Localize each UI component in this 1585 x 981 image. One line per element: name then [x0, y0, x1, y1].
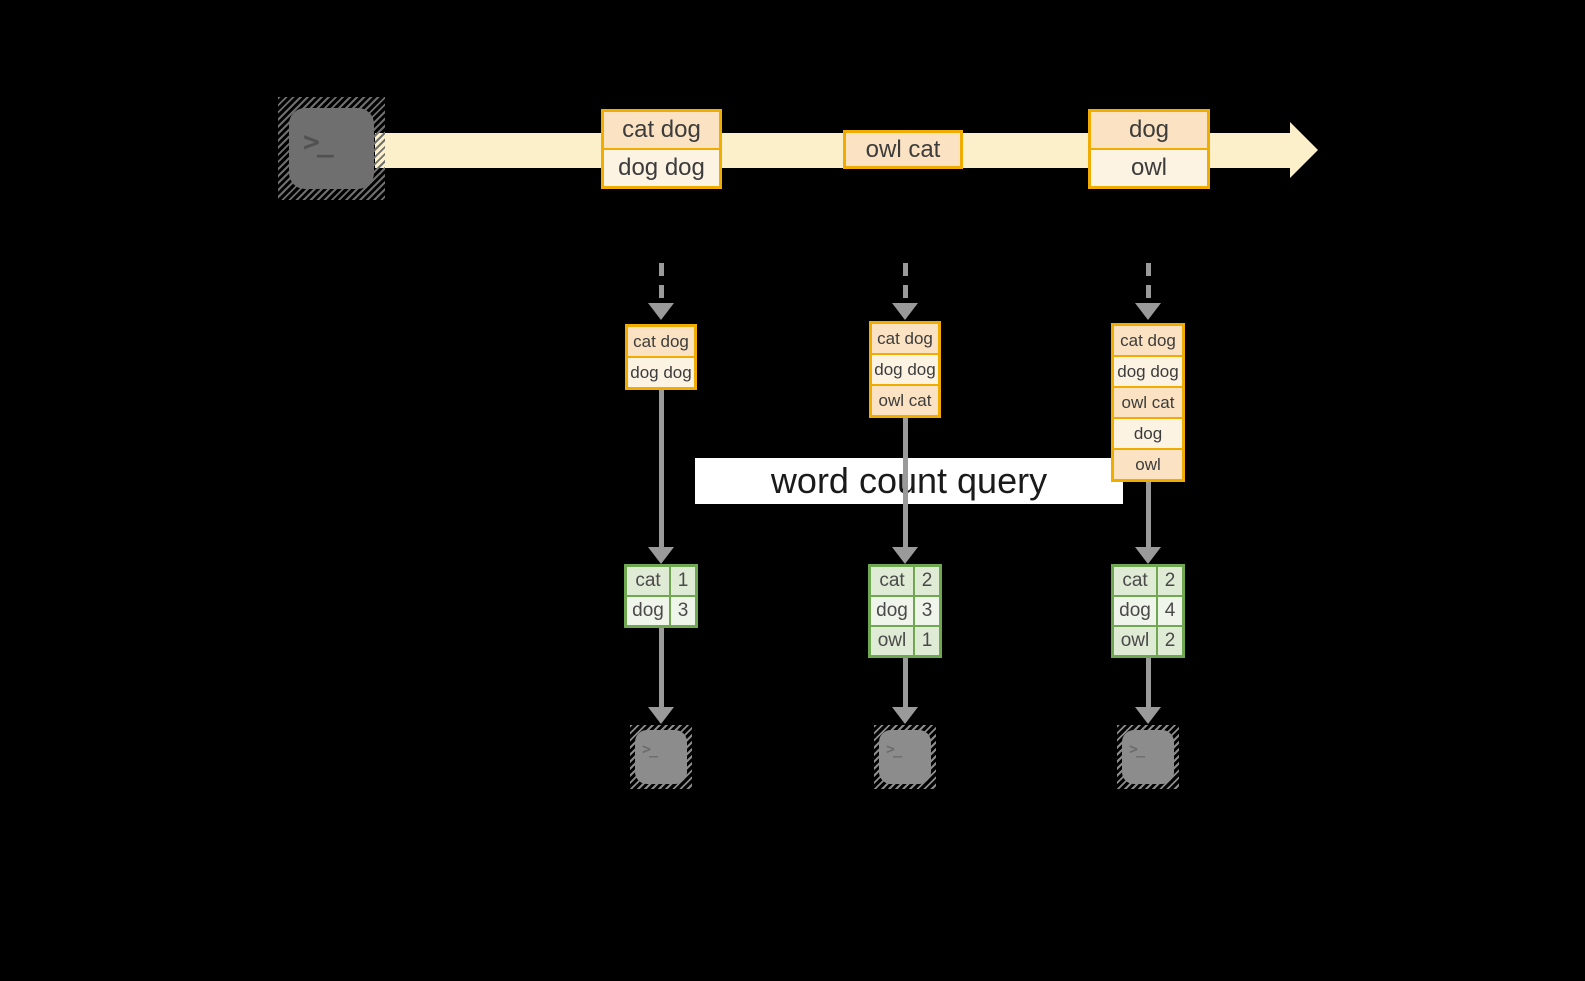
ingest-arrow-3	[1133, 263, 1163, 320]
word-count-table-2: cat 2 dog 3 owl 1	[868, 564, 942, 658]
arrow-shaft	[902, 263, 908, 303]
word-cell: dog	[871, 597, 913, 625]
terminal-prompt-icon: >_	[886, 740, 902, 758]
stream-event-box-2: owl cat	[843, 130, 963, 169]
accumulated-event-row: dog dog	[628, 358, 694, 387]
arrow-head-icon	[648, 547, 674, 564]
count-cell: 2	[1158, 627, 1182, 655]
count-cell: 1	[671, 567, 695, 595]
accumulated-events-box-1: cat dog dog dog	[625, 324, 697, 390]
arrow-head-icon	[892, 547, 918, 564]
terminal-screen: >_	[635, 730, 687, 784]
accumulated-event-row: cat dog	[872, 324, 938, 353]
stream-event-box-3: dog owl	[1088, 109, 1210, 189]
sink-terminal-icon-3: >_	[1117, 725, 1179, 789]
word-cell: cat	[871, 567, 913, 595]
accumulated-event-row: cat dog	[628, 327, 694, 356]
accumulated-event-row: owl cat	[872, 386, 938, 415]
arrow-shaft	[658, 390, 664, 547]
terminal-screen: >_	[1122, 730, 1174, 784]
source-terminal-icon: >_	[278, 97, 385, 200]
accumulated-event-row: dog dog	[1114, 357, 1182, 386]
word-count-table-3: cat 2 dog 4 owl 2	[1111, 564, 1185, 658]
arrow-shaft	[902, 658, 908, 707]
terminal-screen: >_	[879, 730, 931, 784]
arrow-shaft	[902, 418, 908, 547]
arrow-head-icon	[1135, 707, 1161, 724]
arrow-shaft	[1145, 263, 1151, 303]
stream-event-row: owl	[1091, 150, 1207, 186]
query-label: word count query	[695, 458, 1123, 504]
terminal-prompt-icon: >_	[642, 740, 658, 758]
accumulated-events-box-3: cat dog dog dog owl cat dog owl	[1111, 323, 1185, 482]
word-cell: owl	[871, 627, 913, 655]
ingest-arrow-1	[646, 263, 676, 320]
stream-event-box-1: cat dog dog dog	[601, 109, 722, 189]
sink-terminal-icon-1: >_	[630, 725, 692, 789]
word-cell: cat	[627, 567, 669, 595]
word-cell: dog	[627, 597, 669, 625]
accumulated-events-box-2: cat dog dog dog owl cat	[869, 321, 941, 418]
count-cell: 4	[1158, 597, 1182, 625]
count-cell: 3	[671, 597, 695, 625]
arrow-shaft	[658, 628, 664, 707]
accumulated-event-row: cat dog	[1114, 326, 1182, 355]
sink-terminal-icon-2: >_	[874, 725, 936, 789]
ingest-arrow-2	[890, 263, 920, 320]
count-cell: 2	[915, 567, 939, 595]
arrow-head-icon	[648, 303, 674, 320]
arrow-shaft	[1145, 658, 1151, 707]
arrow-head-icon	[892, 707, 918, 724]
stream-event-row: dog dog	[604, 150, 719, 186]
arrow-head-icon	[1135, 303, 1161, 320]
terminal-prompt-icon: >_	[303, 125, 334, 158]
word-count-table-1: cat 1 dog 3	[624, 564, 698, 628]
arrow-head-icon	[892, 303, 918, 320]
accumulated-event-row: owl cat	[1114, 388, 1182, 417]
count-cell: 3	[915, 597, 939, 625]
terminal-screen: >_	[289, 108, 374, 189]
stream-event-row: dog	[1091, 112, 1207, 148]
stream-event-row: owl cat	[846, 133, 960, 166]
word-cell: dog	[1114, 597, 1156, 625]
arrow-shaft	[658, 263, 664, 303]
terminal-prompt-icon: >_	[1129, 740, 1145, 758]
query-arrow-1	[646, 390, 676, 564]
arrow-head-icon	[1135, 547, 1161, 564]
stream-arrowhead	[1290, 122, 1318, 178]
output-arrow-3	[1133, 658, 1163, 724]
output-arrow-1	[646, 628, 676, 724]
accumulated-event-row: dog dog	[872, 355, 938, 384]
query-arrow-3	[1133, 482, 1163, 564]
arrow-head-icon	[648, 707, 674, 724]
stream-event-row: cat dog	[604, 112, 719, 148]
word-cell: owl	[1114, 627, 1156, 655]
accumulated-event-row: dog	[1114, 419, 1182, 448]
arrow-shaft	[1145, 482, 1151, 547]
accumulated-event-row: owl	[1114, 450, 1182, 479]
output-arrow-2	[890, 658, 920, 724]
query-arrow-2	[890, 418, 920, 564]
count-cell: 2	[1158, 567, 1182, 595]
count-cell: 1	[915, 627, 939, 655]
word-cell: cat	[1114, 567, 1156, 595]
